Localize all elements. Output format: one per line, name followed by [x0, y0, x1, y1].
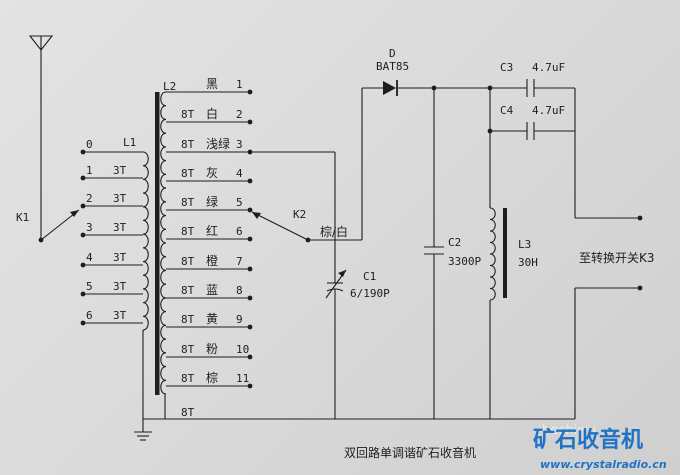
- l2-label: L2: [163, 80, 176, 93]
- l1-tap-turns: 3T: [113, 280, 127, 293]
- c2-value: 3300P: [448, 255, 481, 268]
- k2-selector-switch: [251, 88, 363, 243]
- l1-tap-number: 4: [86, 251, 93, 264]
- l2-tap-number: 3: [236, 138, 243, 151]
- tap3-wire: [250, 151, 336, 270]
- l2-tap-turns: 8T: [181, 225, 195, 238]
- l2-tap-terminal: [247, 354, 253, 360]
- l1-tap-turns: 3T: [113, 221, 127, 234]
- l2-tap-color: 浅绿: [206, 136, 230, 151]
- l1-tap-turns: 3T: [113, 309, 127, 322]
- c3-capacitor: [490, 79, 575, 97]
- output-switch-label: 至转换开关K3: [579, 250, 655, 265]
- brand-url: www.crystalradio.cn: [540, 458, 667, 471]
- l2-tap-group: 黑 1 8T 白 2 8T 浅绿 3 8T 灰 4 8T 绿 5 8T 红 6 8T 橙 7 8T 蓝 8 8T 黄 9 8T 粉 10…: [166, 77, 253, 389]
- l2-tap-number: 9: [236, 313, 243, 326]
- l2-tap-color: 粉: [206, 342, 218, 356]
- l2-tap-color: 橙: [206, 253, 218, 268]
- l2-tap-number: 6: [236, 225, 243, 238]
- l2-tap-number: 11: [236, 372, 249, 385]
- l2-tap-turns: 8T: [181, 167, 195, 180]
- diode-d: [362, 80, 490, 96]
- l1-tap-number: 2: [86, 192, 93, 205]
- l2-tap-turns: 8T: [181, 196, 195, 209]
- l2-tap-terminal: [247, 207, 253, 213]
- l2-tap-color: 红: [206, 223, 218, 238]
- l2-tap-turns: 8T: [181, 372, 195, 385]
- diode-label: D: [389, 47, 396, 60]
- l1-tap-number: 6: [86, 309, 93, 322]
- l2-tap-color: 棕: [206, 370, 218, 385]
- c2-label: C2: [448, 236, 461, 249]
- l1-tap-turns: 3T: [113, 251, 127, 264]
- k1-selector-switch: [38, 209, 80, 243]
- l2-tap-color: 黑: [206, 77, 218, 91]
- c1-variable-capacitor: [325, 269, 347, 419]
- l1-tap-number: 3: [86, 221, 93, 234]
- l2-tap-number: 8: [236, 284, 243, 297]
- l2-tap-terminal: [247, 119, 253, 125]
- l2-tap-turns: 8T: [181, 313, 195, 326]
- l2-tap-terminal: [247, 236, 253, 242]
- k2-label: K2: [293, 208, 306, 221]
- l3-choke-coil: [489, 207, 496, 301]
- diagram-caption: 双回路单调谐矿石收音机: [344, 445, 476, 460]
- l2-tap-terminal: [247, 266, 253, 272]
- l2-tap-color: 绿: [206, 194, 218, 209]
- l2-tap-turns: 8T: [181, 138, 195, 151]
- l1-label: L1: [123, 136, 136, 149]
- c3-label: C3: [500, 61, 513, 74]
- l2-tap-terminal: [247, 383, 253, 389]
- diode-part: BAT85: [376, 60, 409, 73]
- l3-label: L3: [518, 238, 531, 251]
- c4-capacitor: [487, 122, 575, 140]
- l1-tap-number: 5: [86, 280, 93, 293]
- l2-tap-turns: 8T: [181, 343, 195, 356]
- watermark-text: hechiwu: [542, 423, 596, 438]
- ground-symbol: [134, 330, 152, 441]
- antenna-symbol: [28, 35, 54, 240]
- c4-label: C4: [500, 104, 514, 117]
- l2-tap-terminal: [247, 89, 253, 95]
- brand-logo: 矿石收音机: [533, 427, 643, 453]
- l1-tap-number: 1: [86, 164, 93, 177]
- l2-tap-number: 7: [236, 255, 243, 268]
- l1-tap-group: 0 1 3T 2 3T 3 3T 4 3T 5 3T 6 3T: [80, 138, 143, 326]
- l2-tap-terminal: [247, 324, 253, 330]
- c1-value: 6/190P: [350, 287, 390, 300]
- l2-tap-number: 4: [236, 167, 243, 180]
- l2-tap-color: 灰: [206, 166, 218, 180]
- k2-wire-label: 棕/白: [320, 224, 348, 239]
- l2-tap-color: 蓝: [206, 283, 218, 297]
- l2-tap-color: 黄: [206, 312, 218, 326]
- l1-coil: [142, 151, 149, 331]
- l3-core: [503, 208, 507, 298]
- l1-tap-turns: 3T: [113, 192, 127, 205]
- c1-label: C1: [363, 270, 376, 283]
- l2-tap-turns: 8T: [181, 255, 195, 268]
- l2-tap-color: 白: [206, 106, 218, 121]
- c3-value: 4.7uF: [532, 61, 565, 74]
- l1-tap-turns: 3T: [113, 164, 127, 177]
- l2-tap-terminal: [247, 295, 253, 301]
- l2-tap-number: 5: [236, 196, 243, 209]
- l2-tap-number: 10: [236, 343, 249, 356]
- l2-tap-terminal: [247, 178, 253, 184]
- l2-tap-turns: 8T: [181, 108, 195, 121]
- l2-tap-number: 1: [236, 78, 243, 91]
- l2-tap-number: 2: [236, 108, 243, 121]
- k1-label: K1: [16, 211, 29, 224]
- l2-bottom-turns: 8T: [181, 406, 195, 419]
- l2-tap-turns: 8T: [181, 284, 195, 297]
- transformer-core: [155, 92, 160, 395]
- l3-value: 30H: [518, 256, 538, 269]
- l2-coil: [160, 91, 167, 395]
- c2-capacitor: [424, 85, 444, 419]
- l1-tap-number: 0: [86, 138, 93, 151]
- c4-value: 4.7uF: [532, 104, 565, 117]
